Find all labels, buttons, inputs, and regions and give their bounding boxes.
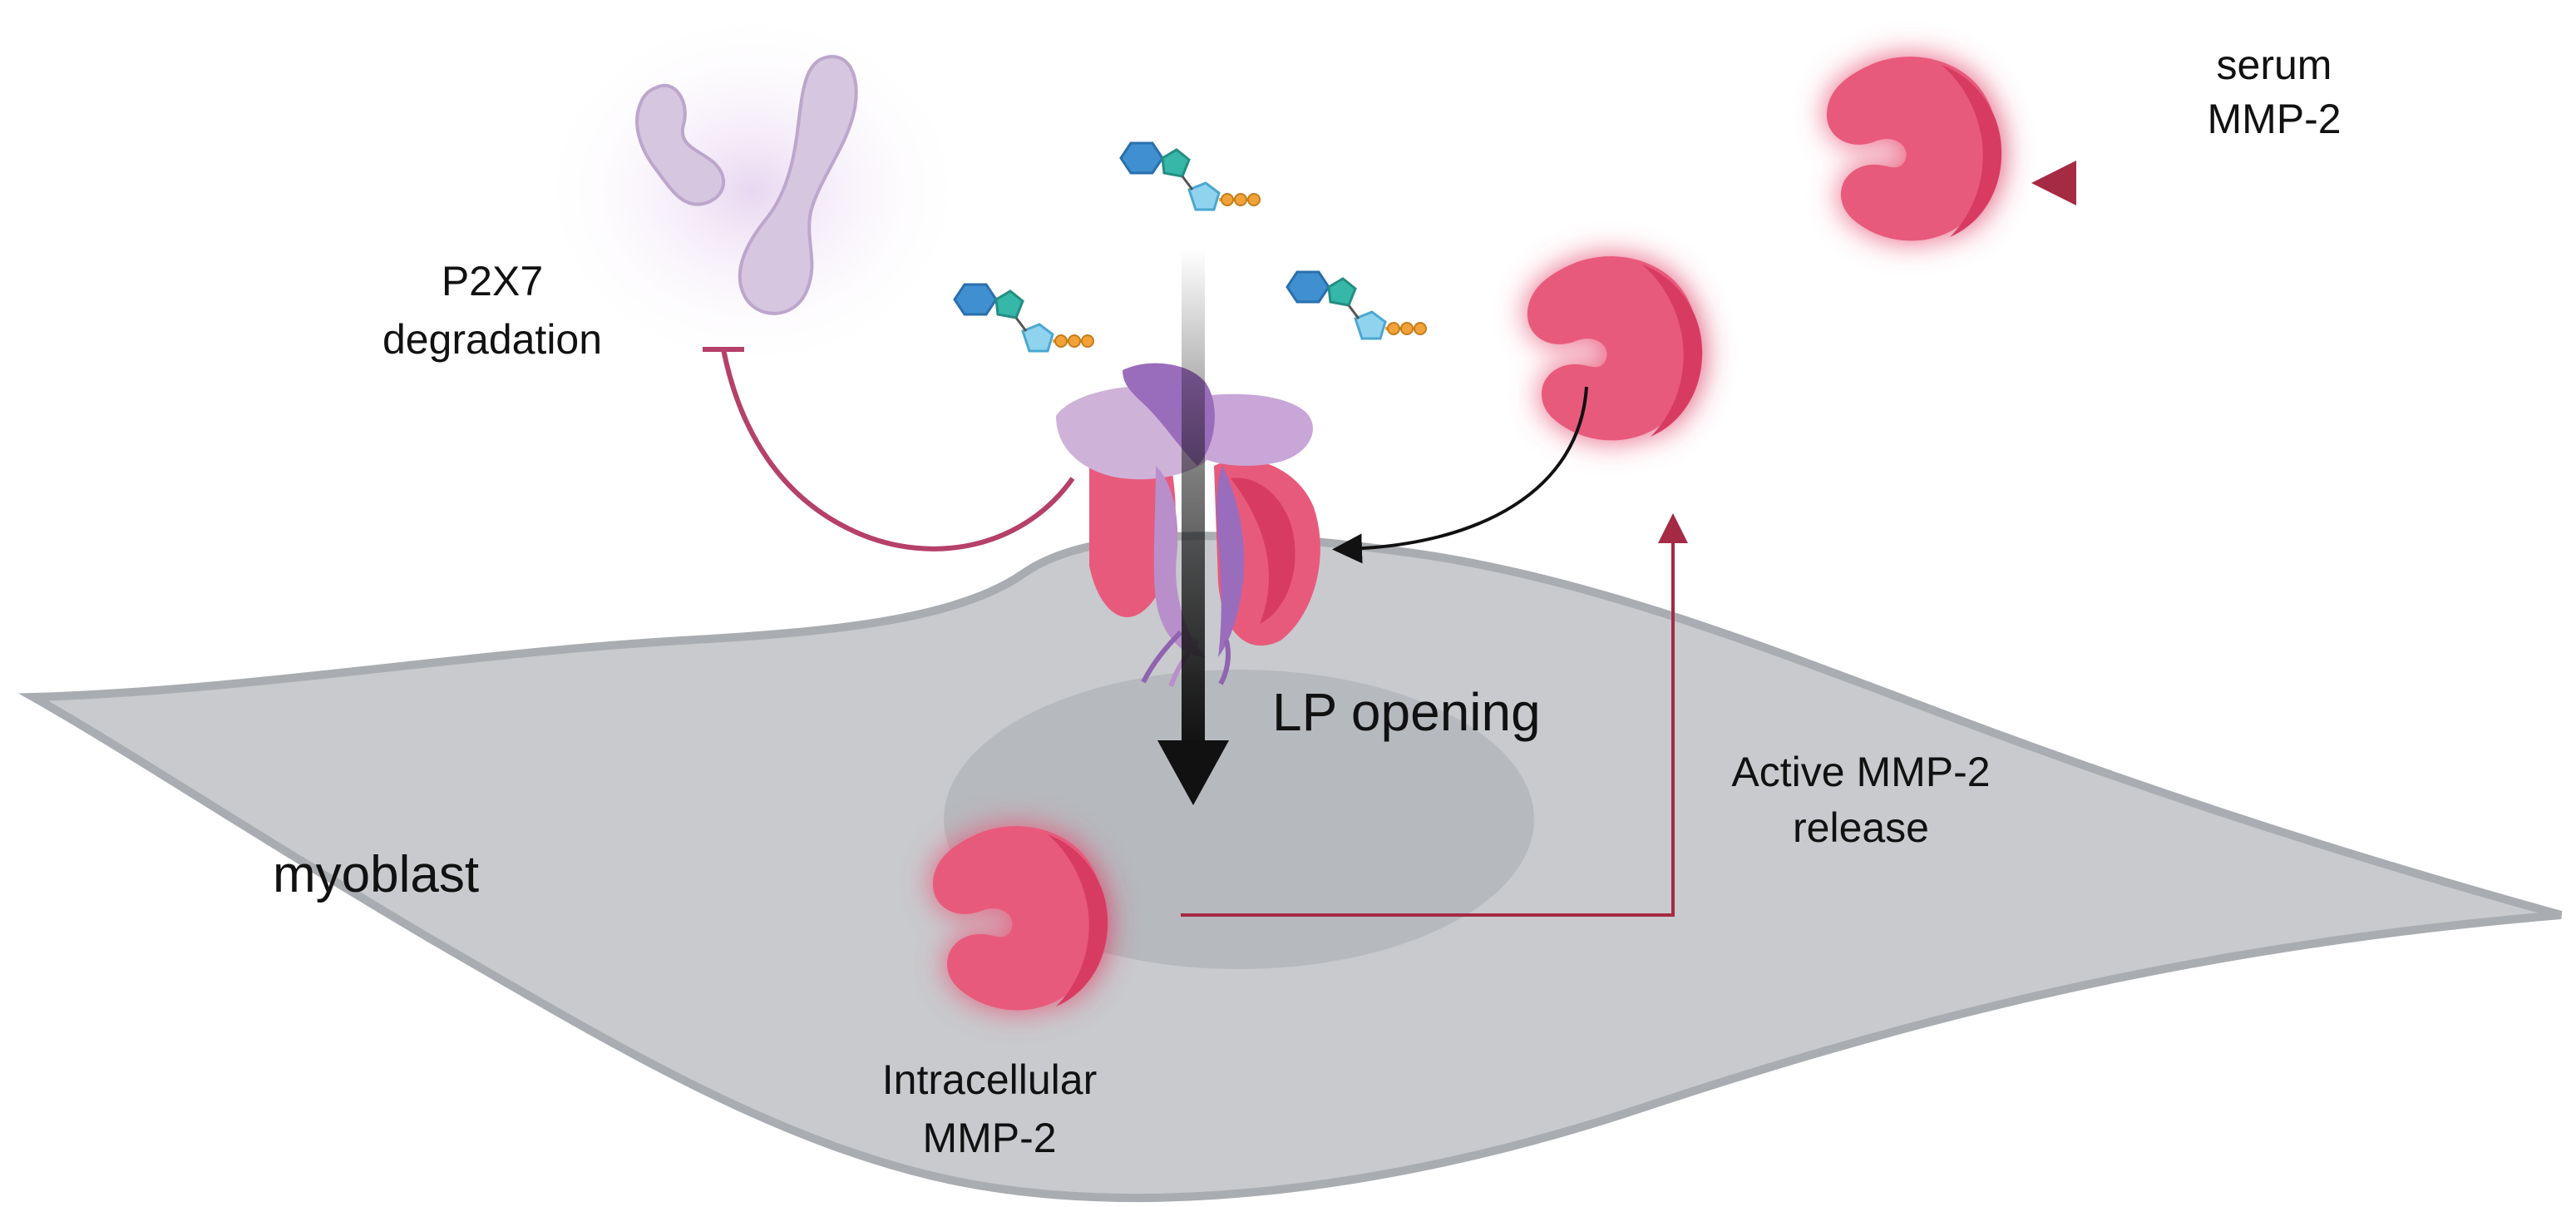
- binding-arrow: [1332, 386, 1588, 564]
- active-release-label: Active MMP-2: [1731, 749, 1990, 795]
- p2x7-label: degradation: [382, 316, 602, 363]
- mmp2-enzyme-icon: [1826, 57, 2002, 241]
- active-release-label: release: [1793, 804, 1929, 851]
- atp-molecule-icon: [1119, 141, 1261, 211]
- serum-label: MMP-2: [2207, 96, 2341, 142]
- p2x7-fragments: [536, 8, 969, 374]
- inhibition-curve: [721, 349, 1075, 552]
- myoblast-label: myoblast: [273, 846, 479, 903]
- atp-molecule-icon: [953, 283, 1094, 353]
- serum-label: serum: [2217, 42, 2332, 88]
- protein-fragment-icon: [738, 55, 858, 315]
- mmp2-enzyme-icon: [1527, 256, 1703, 441]
- intracellular-label: Intracellular: [882, 1056, 1097, 1103]
- atp-molecule-icon: [1286, 270, 1427, 340]
- pore-flux-arrow: [1157, 250, 1229, 805]
- intracellular-label: MMP-2: [922, 1115, 1056, 1161]
- p2x7-label: P2X7: [442, 258, 543, 304]
- protein-fragment-icon: [635, 83, 726, 206]
- lp-opening-label: LP opening: [1272, 682, 1541, 742]
- release-arrow: [1181, 513, 1688, 917]
